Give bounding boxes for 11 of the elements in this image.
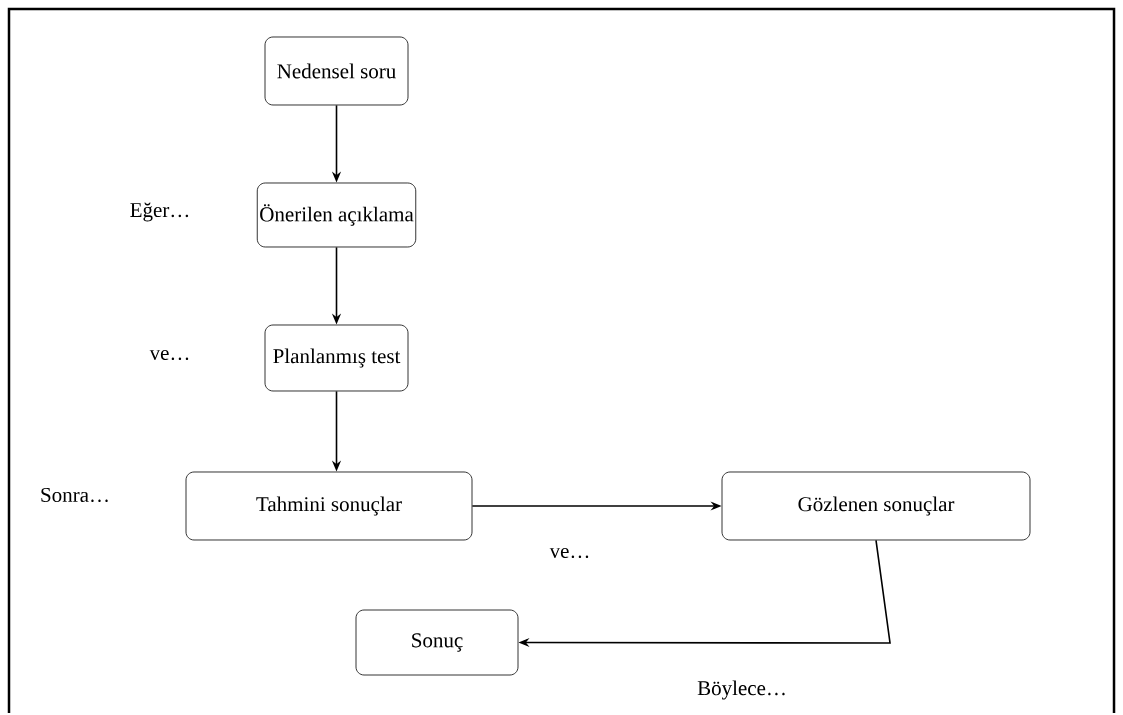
edge-label: Böylece…: [696, 679, 788, 701]
side-label: ve…: [149, 349, 189, 361]
process-box: Önerilen açıklama: [256, 182, 417, 248]
side-label: Sonra…: [41, 487, 108, 503]
process-box: Planlanmış test: [264, 324, 409, 392]
edge-label: ve…: [548, 546, 592, 560]
process-box: Sonuç: [355, 609, 519, 676]
process-box: Nedensel soru: [264, 36, 409, 106]
process-box: Gözlenen sonuçlar: [721, 471, 1031, 541]
side-label: Eğer…: [130, 202, 189, 222]
process-box: Tahmini sonuçlar: [185, 471, 473, 541]
